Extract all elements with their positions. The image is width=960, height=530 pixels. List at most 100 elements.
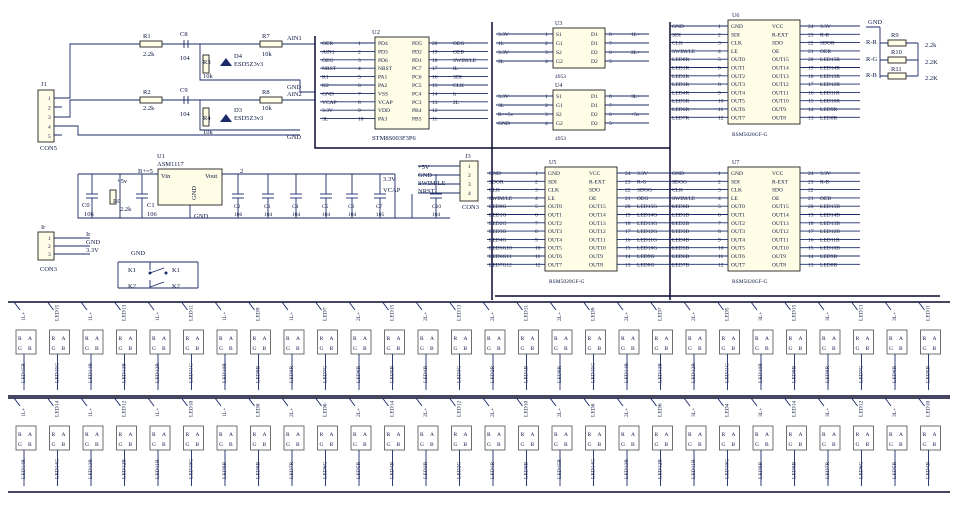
driver-0-lnum-4: 5	[718, 57, 721, 63]
j1-pin-4: 4	[48, 125, 51, 131]
led-stub	[683, 301, 691, 311]
led-2-15-b: B	[531, 442, 535, 448]
driver-2-lnum-8: 9	[718, 237, 721, 243]
mosfet-1-lnet-0: 3.3V	[498, 94, 509, 100]
con3-gnd: GND	[86, 239, 100, 246]
driver-2-lnet-6: LED2B	[672, 221, 689, 227]
led-1-17-top: LED9	[591, 307, 597, 321]
led-2-0-top: 1L+	[21, 408, 27, 417]
led-stub	[47, 397, 54, 407]
mosfet-1-lnet-2: B+=5v	[498, 112, 514, 118]
driver-0-rnet-8: LED11R	[820, 90, 840, 96]
driver-ref-1: U5	[549, 160, 556, 166]
led-2-5-g: G	[186, 442, 190, 448]
led-1-8-a: A	[296, 336, 300, 342]
led-package	[216, 425, 238, 451]
u2-left-num-4: 5	[358, 75, 361, 81]
led-1-16-g: G	[554, 346, 558, 352]
driver-0-rpin-1: R-EXT	[772, 32, 789, 38]
driver-0-lnet-9: LED5R	[672, 99, 689, 105]
cap-ref-c2: C2	[234, 204, 241, 210]
driver-2-rnet-9: LED10B	[820, 246, 840, 252]
led-1-9-r: R	[320, 336, 324, 342]
led-2-25-top: LED12	[859, 401, 865, 417]
net-ain1-top: AIN1	[287, 35, 302, 42]
led-stub	[415, 301, 423, 311]
led-stub	[281, 301, 289, 311]
r2-ref: R2	[143, 89, 151, 96]
led-2-1-g: G	[52, 442, 56, 448]
led-2-25-b: B	[866, 442, 870, 448]
led-1-22-r: R	[755, 336, 759, 342]
mosfet-part-0: 4953	[555, 74, 566, 80]
led-package	[451, 329, 472, 355]
driver-2-lnet-9: LED5B	[672, 246, 689, 252]
led-package	[183, 425, 204, 451]
u2-left-num-7: 8	[358, 100, 361, 106]
led-1-7-b: B	[263, 346, 267, 352]
led-stub	[214, 301, 222, 311]
driver-1-rnet-5: LED14G	[637, 213, 657, 219]
led-stub	[214, 397, 222, 407]
led-2-9-b: B	[330, 442, 334, 448]
led-2-23-top: LED14	[792, 401, 798, 417]
driver-2-rnet-1: R-B	[820, 179, 830, 185]
led-2-7-g: G	[253, 442, 257, 448]
led-package	[652, 329, 673, 355]
u2-right-num-3: 17	[432, 66, 438, 72]
u2-left-num-0: 1	[358, 41, 361, 47]
u2-left-pin-7: VCAP	[378, 100, 393, 106]
led-stub	[181, 397, 188, 407]
led-1-26-b: B	[899, 346, 903, 352]
net-ain2: AIN2	[287, 91, 302, 98]
led-1-12-g: G	[420, 346, 424, 352]
driver-0-lpin-10: OUT6	[731, 107, 745, 113]
led-1-1-a: A	[62, 336, 66, 342]
driver-1-lnet-4: LED0G	[489, 204, 506, 210]
j3-body	[459, 160, 479, 202]
led-2-23-r: R	[789, 432, 793, 438]
led-2-8-b: B	[296, 442, 300, 448]
r0-body	[109, 189, 117, 205]
u2-right-num-0: 20	[432, 41, 438, 47]
led-stub	[650, 397, 657, 407]
led-1-15-g: G	[521, 346, 525, 352]
led-package	[417, 329, 439, 355]
led-1-15-b: B	[531, 346, 535, 352]
led-stub	[616, 397, 624, 407]
mosfet-0-lnet-3: 2L	[498, 59, 505, 65]
led-package	[585, 425, 606, 451]
r4-ref: R4	[203, 115, 211, 122]
led-2-17-top: LED8	[591, 403, 597, 417]
mosfet-part-1: 4953	[555, 136, 566, 142]
driver-0-lnum-0: 1	[718, 24, 721, 30]
led-1-1-g: G	[52, 346, 56, 352]
led-2-19-b: B	[665, 442, 669, 448]
led-2-2-r: R	[85, 432, 89, 438]
driver-1-lnet-2: CLK	[489, 188, 500, 194]
d4-ref: D4	[234, 53, 243, 60]
driver-0-lpin-9: OUT5	[731, 99, 745, 105]
u2-left-net-0: OER	[322, 41, 333, 47]
driver-1-lpin-7: OUT3	[548, 229, 562, 235]
mosfet-1-rpin-3: D2	[591, 121, 598, 127]
r2-value: 2.2k	[143, 105, 155, 112]
driver-2-lpin-6: OUT2	[731, 221, 745, 227]
driver-2-lnet-8: LED4B	[672, 237, 689, 243]
led-2-4-b: B	[162, 442, 166, 448]
led-1-11-r: R	[387, 336, 391, 342]
led-1-20-top: 2L+	[691, 312, 697, 321]
led-1-25-r: R	[856, 336, 860, 342]
led-2-5-r: R	[186, 432, 190, 438]
r8-body	[259, 96, 283, 104]
driver-0-lnet-10: LED6R	[672, 107, 689, 113]
led-1-16-b: B	[564, 346, 568, 352]
driver-0-rnet-2: SDOR	[820, 41, 835, 47]
led-2-15-r: R	[521, 432, 525, 438]
led-2-23-g: G	[789, 442, 793, 448]
driver-2-lpin-8: OUT4	[731, 237, 745, 243]
driver-1-rnum-5: 19	[625, 213, 631, 219]
led-stub	[80, 301, 88, 311]
mosfet-1-lnum-3: 4	[545, 121, 548, 127]
led-1-4-g: G	[152, 346, 156, 352]
